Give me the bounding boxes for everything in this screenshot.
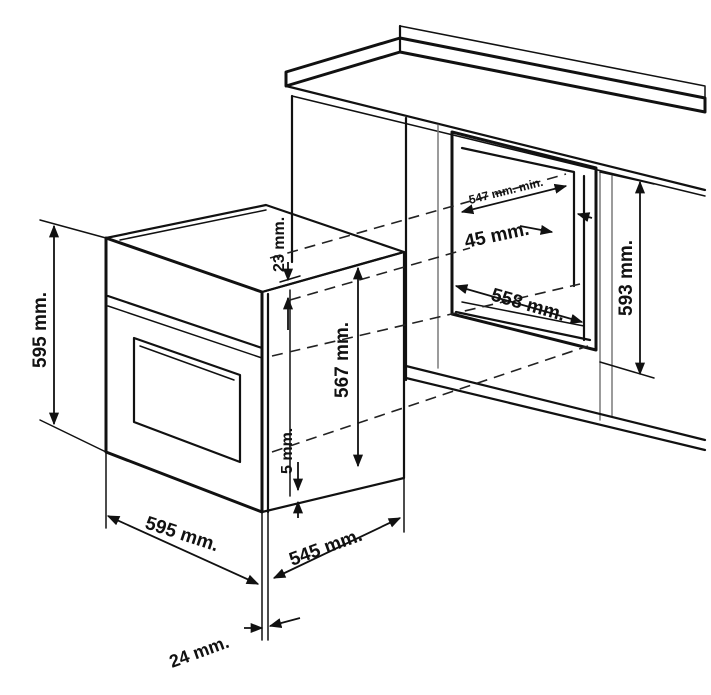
oven-top-inner <box>119 209 267 241</box>
niche-floor <box>454 310 592 342</box>
label-niche-depth-min: 547 mm. min. <box>467 175 544 207</box>
countertop-back-edge <box>399 25 706 99</box>
cabinet-base-line-lower <box>404 364 707 442</box>
oven <box>104 203 406 514</box>
label-frame-depth: 24 mm. <box>167 632 232 672</box>
dimension-labels: 595 mm. 595 mm. 545 mm. 24 mm. 23 mm. 56… <box>30 175 637 672</box>
label-niche-height: 593 mm. <box>616 240 637 316</box>
label-niche-side-gap: 45 mm. <box>463 219 531 253</box>
label-bottom-gap: 5 mm. <box>279 428 296 474</box>
label-body-height: 567 mm. <box>332 322 353 398</box>
oven-side <box>260 250 406 514</box>
oven-window <box>132 336 242 464</box>
dimension-lines <box>39 171 655 641</box>
label-oven-depth: 545 mm. <box>287 525 366 571</box>
label-top-gap: 23 mm. <box>271 217 288 272</box>
oven-window-inner <box>139 345 235 381</box>
label-oven-height: 595 mm. <box>30 292 51 368</box>
control-panel-lower <box>107 305 263 359</box>
countertop-front <box>284 84 707 192</box>
label-niche-width: 558 mm. <box>489 285 568 326</box>
cabinet-base-line <box>404 376 707 452</box>
control-panel <box>106 294 264 350</box>
niche-inner-top <box>460 146 576 288</box>
oven-top <box>104 203 406 294</box>
